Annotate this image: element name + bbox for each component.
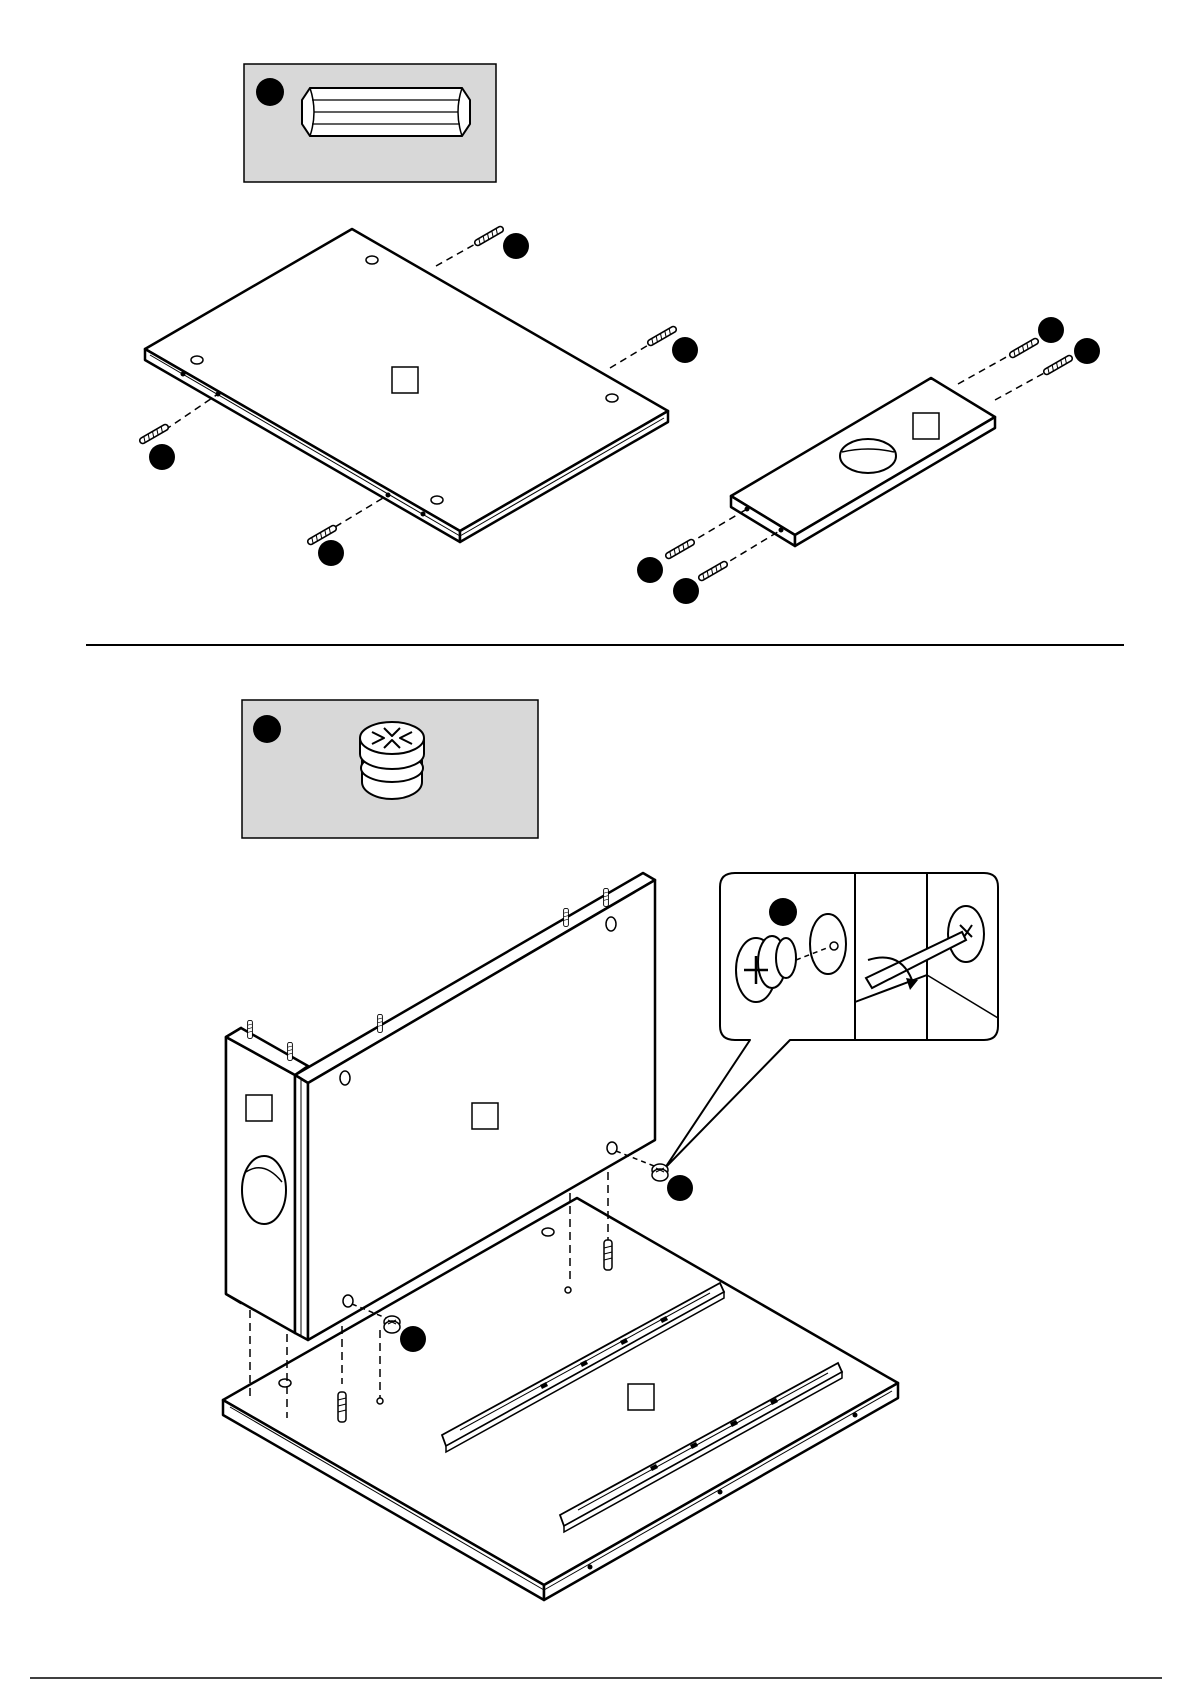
panel-label-box	[913, 413, 939, 439]
part-badge	[667, 1175, 693, 1201]
narrow-panel	[731, 378, 995, 546]
part-badge	[1074, 338, 1100, 364]
panel-label-box	[392, 367, 418, 393]
part-badge	[503, 233, 529, 259]
part-badge	[400, 1326, 426, 1352]
part-badge	[637, 557, 663, 583]
part-badge	[673, 578, 699, 604]
part-badge	[149, 444, 175, 470]
part-badge	[318, 540, 344, 566]
cam-lock-detail-callout	[665, 873, 998, 1168]
dowel-hardware-callout	[244, 64, 496, 182]
step-2	[223, 700, 998, 1600]
wooden-dowel-icon	[302, 88, 470, 136]
cam-lock-icon	[360, 722, 424, 799]
part-badge	[253, 715, 281, 743]
panel-label-box	[246, 1095, 272, 1121]
part-badge	[1038, 317, 1064, 343]
panel-label-box	[628, 1384, 654, 1410]
part-badge	[769, 898, 797, 926]
part-badge	[256, 78, 284, 106]
top-panel	[145, 229, 668, 542]
step-1	[139, 64, 1100, 604]
cam-lock-hardware-callout	[242, 700, 538, 838]
panel-label-box	[472, 1103, 498, 1129]
part-badge	[672, 337, 698, 363]
